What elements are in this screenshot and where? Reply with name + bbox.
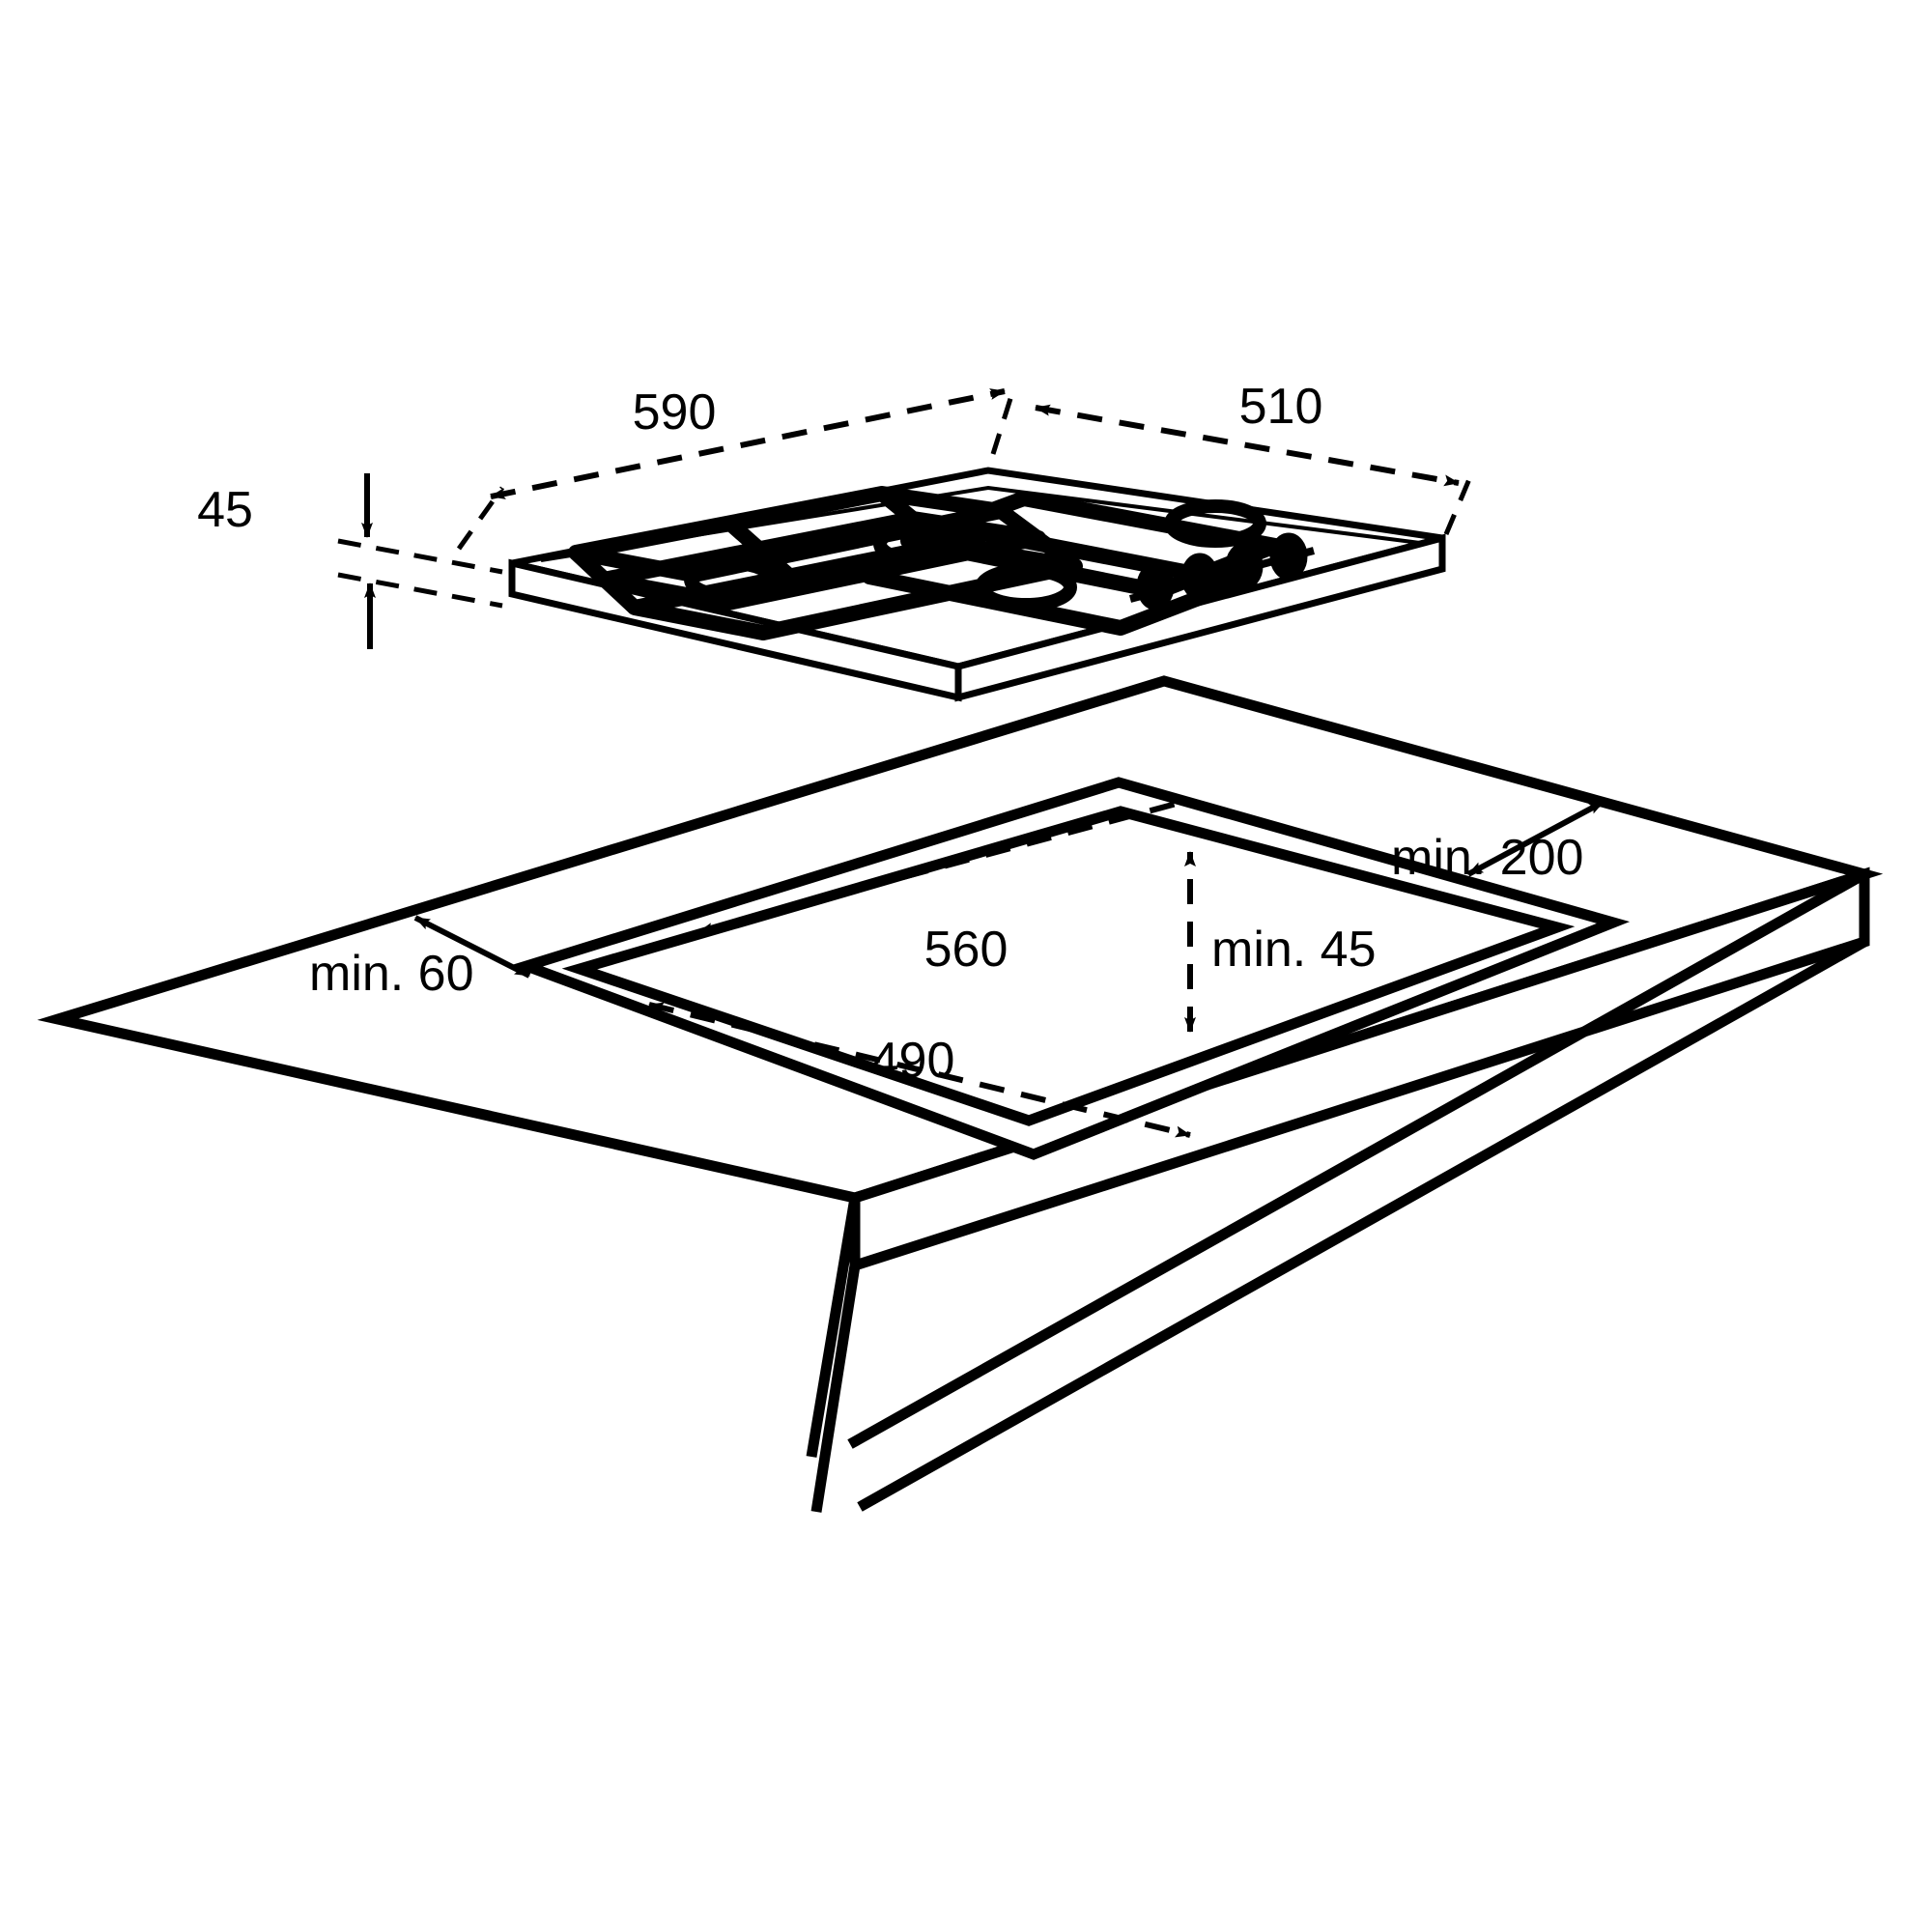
dim-590-ext-left: [456, 486, 505, 551]
dim-510-ext-right: [1443, 478, 1472, 535]
control-knobs: [1128, 532, 1316, 611]
burner-front-right: [975, 563, 1077, 611]
burner-rings: [684, 499, 1266, 611]
dim-490: 490: [648, 1002, 1191, 1138]
dim-min-60-line: [413, 915, 531, 979]
dim-45: 45: [197, 473, 503, 649]
hob-assembly: [508, 467, 1446, 702]
dim-590: 590: [456, 384, 1017, 551]
dim-510-label: 510: [1239, 379, 1323, 435]
worktop-lower-edge-b: [847, 869, 1867, 1449]
dim-min-200-line: [1466, 799, 1605, 877]
dim-590-label: 590: [633, 384, 717, 440]
dim-560-label: 560: [924, 922, 1009, 978]
burner-rear-right: [1164, 499, 1266, 548]
knob-rail: [1128, 547, 1316, 603]
dim-45-ref-top: [337, 538, 503, 575]
dim-490-label: 490: [871, 1033, 955, 1089]
hob-right-face: [954, 533, 1446, 702]
dim-510-line: [1035, 404, 1460, 487]
dim-590-ext-right: [990, 385, 1017, 455]
worktop-front-edge-top: [806, 1197, 861, 1458]
grate-rib-l1: [570, 547, 640, 613]
dim-min-45-label: min. 45: [1211, 922, 1377, 978]
dim-min-45: min. 45: [1184, 851, 1377, 1033]
dim-490-line: [648, 1002, 1191, 1138]
dim-min-60: min. 60: [309, 915, 531, 1002]
dim-min-200: min. 200: [1391, 799, 1605, 886]
dim-510: 510: [1035, 379, 1472, 535]
worktop-lower-edge-a: [857, 937, 1867, 1512]
dim-560: 560: [697, 799, 1184, 978]
dim-min-60-label: min. 60: [309, 946, 474, 1002]
burner-front-left: [684, 556, 779, 603]
dim-590-line: [490, 388, 1006, 499]
burner-rear-left: [873, 521, 968, 567]
dim-45-ref-bottom: [337, 572, 503, 609]
dim-45-label: 45: [197, 482, 253, 538]
grate-rib-l2: [724, 517, 796, 582]
dim-min-200-label: min. 200: [1391, 830, 1583, 886]
